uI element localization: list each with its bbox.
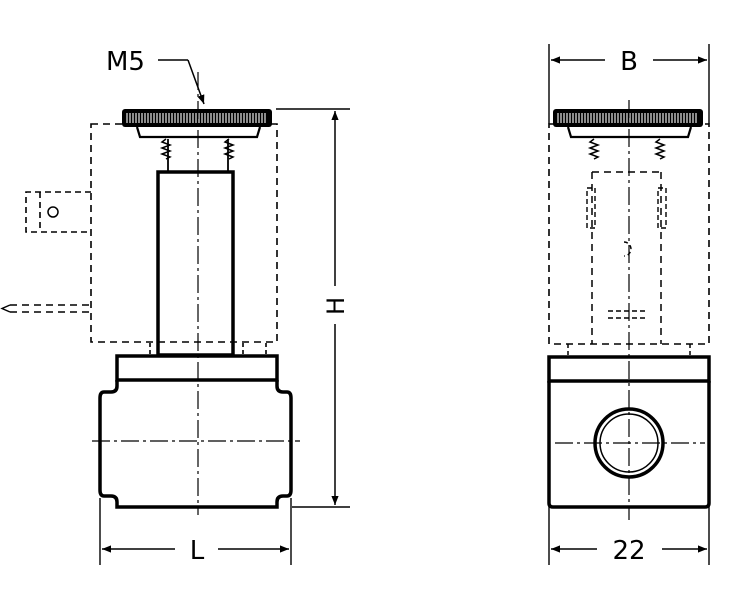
thread-label: M5 bbox=[106, 47, 145, 77]
side-view bbox=[547, 100, 711, 520]
body-plate-front bbox=[115, 354, 279, 382]
valve-body-front bbox=[98, 380, 293, 509]
front-view bbox=[0, 72, 300, 515]
coil-outline-front bbox=[90, 123, 278, 343]
width-bottom-dimension bbox=[548, 498, 710, 565]
width-label: B bbox=[620, 47, 638, 77]
height-dimension bbox=[276, 108, 350, 508]
connector-tab bbox=[25, 191, 91, 233]
width-top-dimension bbox=[548, 44, 710, 124]
ground-pin bbox=[10, 304, 91, 313]
thread-leader bbox=[158, 59, 205, 105]
knurled-cap-side bbox=[553, 109, 703, 139]
spring-right bbox=[222, 138, 236, 160]
length-dimension bbox=[99, 498, 292, 565]
armature-tube-front bbox=[156, 170, 235, 357]
connector-hole bbox=[47, 206, 59, 218]
height-label: H bbox=[322, 297, 350, 315]
length-label: L bbox=[190, 536, 205, 566]
width-value-label: 22 bbox=[612, 536, 645, 566]
knurled-cap-front bbox=[122, 109, 272, 139]
